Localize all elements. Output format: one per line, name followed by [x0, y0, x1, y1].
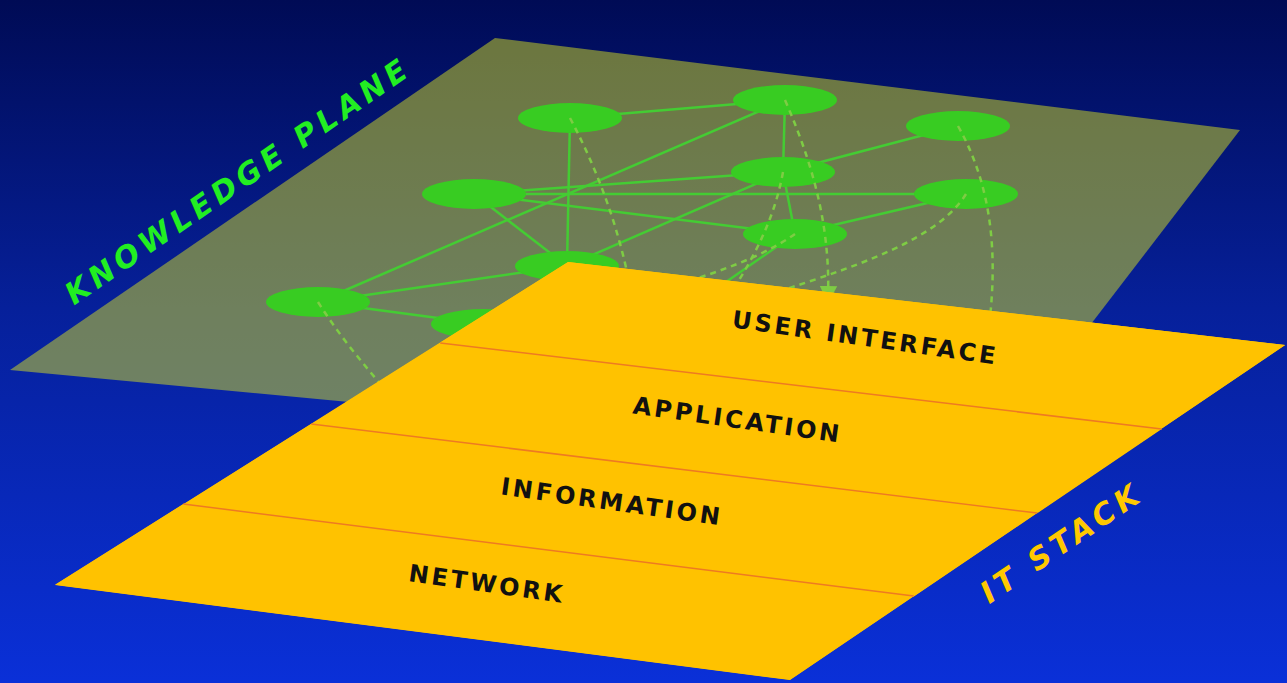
- link-line: [567, 118, 570, 266]
- influence-arrow: [785, 100, 828, 300]
- knowledge-node: [422, 179, 526, 209]
- stack-layer: NETWORK: [55, 504, 914, 680]
- link-line: [474, 193, 966, 196]
- influence-arrow: [958, 126, 993, 335]
- stack-plane: IT STACKUSER INTERFACEAPPLICATIONINFORMA…: [55, 262, 1285, 680]
- link-line: [567, 172, 783, 266]
- plane-fill: [55, 262, 1285, 680]
- layer-fill: [55, 504, 914, 680]
- link-line: [474, 194, 795, 234]
